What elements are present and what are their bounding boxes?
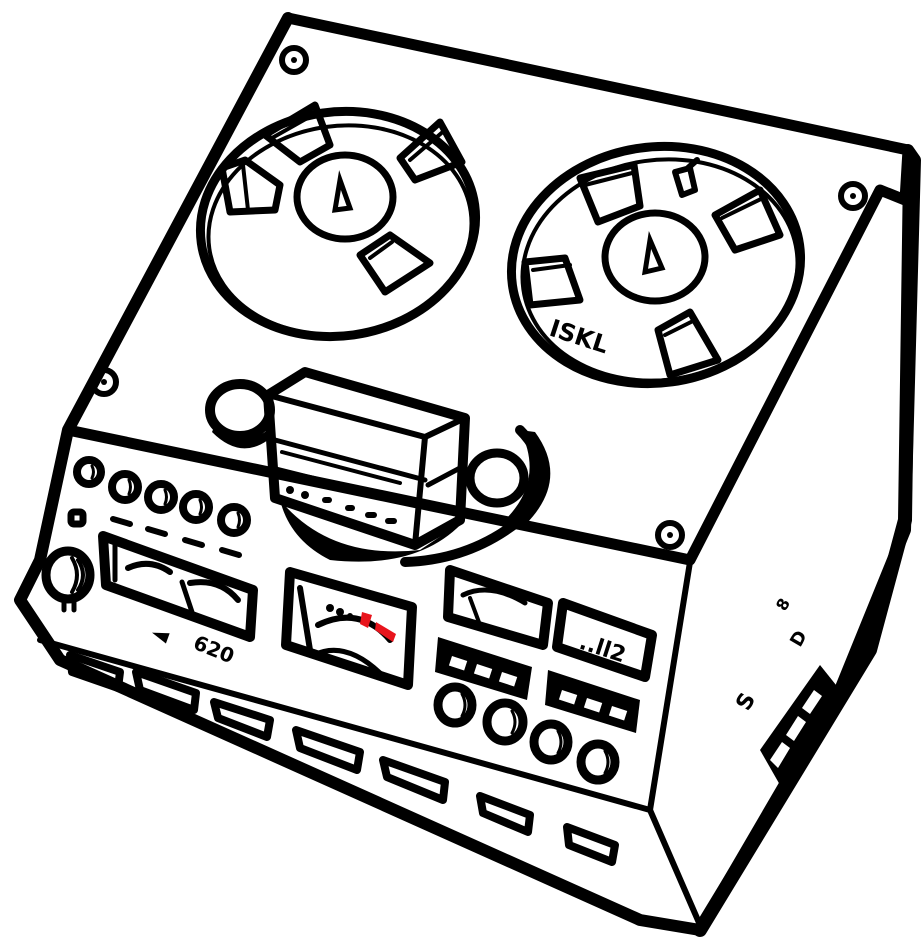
transport-keys — [66, 651, 619, 866]
transport-key[interactable] — [379, 756, 449, 804]
side-marking: 8 — [772, 595, 794, 614]
center-meter — [281, 567, 417, 690]
model-label: 620 — [190, 630, 238, 668]
right-reel-spindle-icon — [641, 231, 666, 276]
button-bar-right[interactable] — [545, 670, 640, 733]
bottom-knobs — [433, 682, 620, 785]
top-knobs — [67, 456, 251, 558]
transport-key[interactable] — [292, 726, 364, 774]
button-bar-left[interactable] — [435, 637, 532, 700]
knob[interactable] — [73, 456, 105, 488]
knob[interactable] — [179, 490, 213, 524]
red-peak-indicator — [360, 612, 372, 628]
digital-display: ..ll2 — [552, 598, 657, 682]
right-meter — [443, 565, 553, 650]
screw-icon — [89, 367, 119, 397]
indicator-led — [67, 508, 87, 528]
left-reel-spindle-icon — [331, 170, 354, 213]
red-peak-indicator — [375, 622, 396, 642]
side-panel: 8 D S — [732, 595, 840, 785]
left-reel[interactable] — [186, 94, 490, 354]
meter-arrow-icon: ◄ — [148, 620, 173, 649]
right-guide-roller — [465, 448, 529, 508]
tape-head-assembly — [205, 367, 551, 567]
side-marking: D — [786, 627, 812, 650]
knob[interactable] — [529, 719, 573, 765]
head-vents — [286, 486, 397, 524]
right-reel-hub — [601, 209, 709, 305]
screws — [89, 45, 868, 550]
side-marking: S — [732, 689, 762, 715]
knob[interactable] — [433, 682, 477, 728]
knob[interactable] — [144, 480, 178, 514]
volume-knob[interactable] — [41, 546, 95, 613]
button-bars — [435, 637, 640, 733]
knob[interactable] — [217, 503, 251, 537]
screw-icon — [838, 181, 868, 211]
screw-icon — [655, 520, 685, 550]
knob[interactable] — [108, 470, 142, 504]
knob[interactable] — [482, 698, 528, 746]
transport-key[interactable] — [563, 823, 619, 866]
transport-key[interactable] — [66, 651, 124, 692]
left-guide-roller — [205, 379, 275, 441]
left-reel-hub — [293, 151, 397, 243]
transport-key[interactable] — [476, 792, 534, 836]
dual-vu-meter: ◄ 620 — [98, 531, 258, 668]
right-reel[interactable]: ISKL — [496, 128, 816, 402]
transport-key[interactable] — [132, 668, 200, 714]
knob[interactable] — [576, 739, 620, 785]
screw-icon — [279, 45, 309, 75]
transport-key[interactable] — [210, 698, 274, 741]
